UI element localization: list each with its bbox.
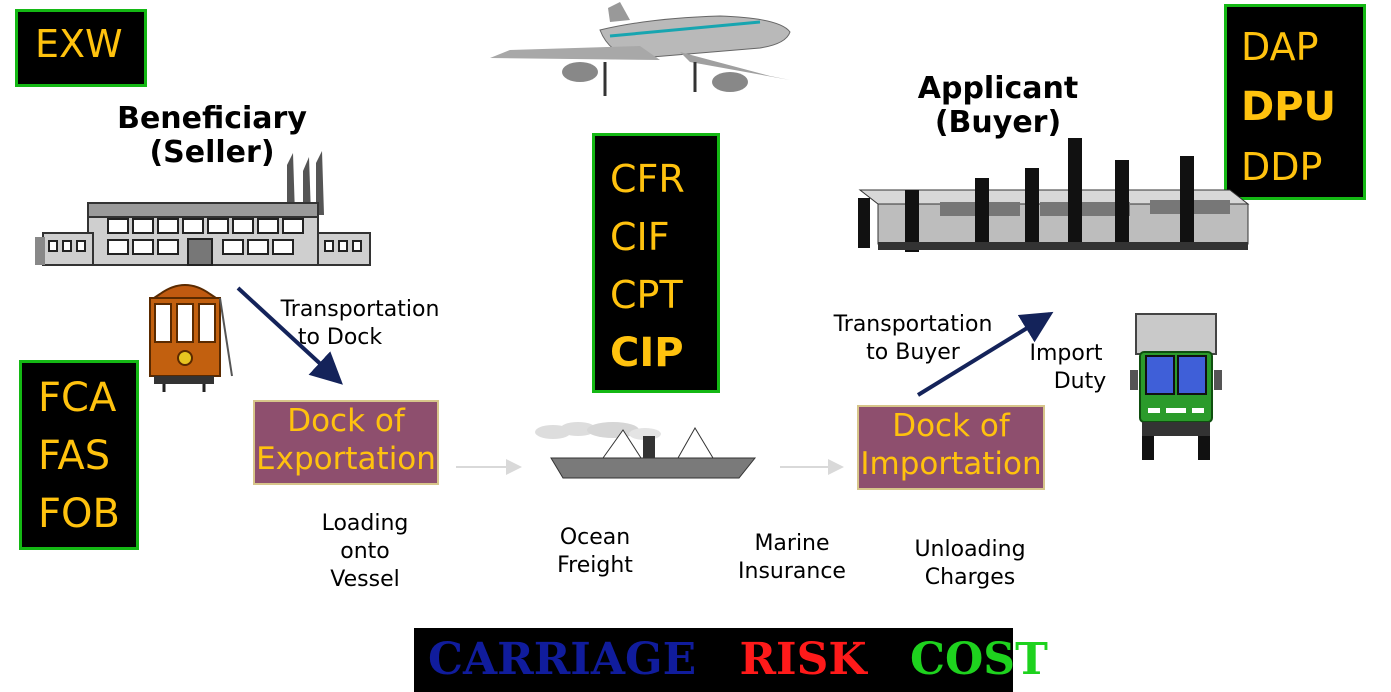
term-ddp: DDP: [1241, 145, 1323, 189]
term-fob: FOB: [38, 491, 120, 537]
seller-label: (Seller): [149, 135, 275, 170]
ship-icon: [535, 422, 757, 479]
transportation-to-buyer-label: Transportation to Buyer: [818, 311, 1008, 367]
legend-bar: CARRIAGE RISK COST: [414, 628, 1048, 692]
factory-icon: [35, 151, 371, 266]
unloading-line1: Unloading: [914, 537, 1026, 562]
loading-onto-vessel-label: Loading onto Vessel: [310, 510, 420, 594]
loading-line3: Vessel: [330, 567, 400, 592]
airplane-icon: [490, 2, 791, 96]
loading-line1: Loading: [321, 511, 409, 536]
transport-dock-line1: Transportation: [280, 297, 440, 322]
ocean-freight-label: Ocean Freight: [540, 524, 650, 580]
term-fas: FAS: [38, 433, 111, 479]
dock-of-exportation: Dock of Exportation: [253, 400, 439, 485]
term-cif: CIF: [610, 215, 670, 259]
marine-line2: Insurance: [738, 559, 846, 584]
term-dpu: DPU: [1241, 84, 1336, 130]
dock-export-line2: Exportation: [256, 441, 436, 477]
term-dap: DAP: [1241, 25, 1319, 69]
dap-group-box: DAP DPU DDP: [1224, 4, 1366, 200]
arrow-to-dock: [236, 286, 343, 385]
term-cfr: CFR: [610, 157, 685, 201]
transportation-to-dock-label: Transportation to Dock: [265, 296, 455, 352]
transport-buyer-line2: to Buyer: [866, 340, 960, 365]
ocean-line2: Freight: [557, 553, 633, 578]
loading-line2: onto: [340, 539, 390, 564]
transport-dock-line2: to Dock: [297, 325, 383, 350]
cfr-group-box: CFR CIF CPT CIP: [592, 133, 720, 393]
term-cpt: CPT: [610, 273, 683, 317]
beneficiary-label: Beneficiary: [117, 101, 307, 136]
marine-line1: Marine: [754, 531, 830, 556]
dock-import-line2: Importation: [860, 446, 1042, 482]
truck-icon: [1130, 313, 1222, 460]
arrow-to-buyer: [916, 311, 1054, 397]
legend-cost: COST: [909, 634, 1048, 685]
marine-insurance-label: Marine Insurance: [722, 530, 862, 586]
import-duty-line1: Import: [1029, 341, 1103, 366]
ocean-line1: Ocean: [559, 525, 631, 550]
dock-of-importation: Dock of Importation: [857, 405, 1045, 490]
term-cip: CIP: [610, 330, 684, 376]
fca-group-box: FCA FAS FOB: [19, 360, 139, 550]
legend-carriage: CARRIAGE: [428, 634, 697, 685]
legend-risk: RISK: [739, 634, 867, 685]
applicant-label: Applicant: [917, 71, 1079, 106]
unloading-line2: Charges: [924, 565, 1016, 590]
beneficiary-title: Beneficiary (Seller): [92, 102, 332, 170]
import-duty-label: Import Duty: [1016, 340, 1116, 396]
term-exw: EXW: [35, 22, 123, 66]
exw-box: EXW: [15, 9, 147, 87]
dock-export-line1: Dock of: [287, 403, 405, 439]
unloading-charges-label: Unloading Charges: [895, 536, 1045, 592]
warehouse-icon: [858, 138, 1250, 252]
dock-import-line1: Dock of: [892, 408, 1010, 444]
transport-buyer-line1: Transportation: [833, 312, 993, 337]
buyer-label: (Buyer): [934, 105, 1062, 140]
import-duty-line2: Duty: [1053, 369, 1107, 394]
trolley-icon: [149, 284, 233, 392]
term-fca: FCA: [38, 375, 117, 421]
applicant-title: Applicant (Buyer): [888, 72, 1108, 140]
